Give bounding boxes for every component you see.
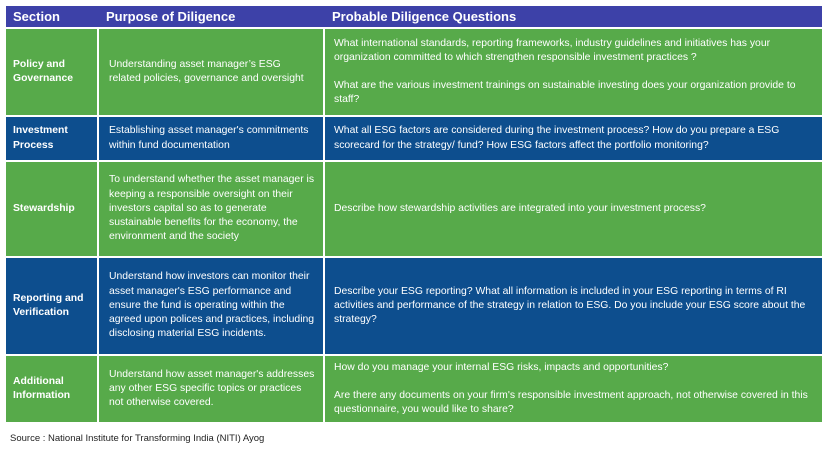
- question-text: Describe how stewardship activities are …: [334, 202, 706, 214]
- row-section: Policy and Governance: [6, 29, 99, 117]
- question-text: What are the various investment training…: [334, 80, 796, 106]
- question-text: Are there any documents on your firm's r…: [334, 389, 808, 416]
- row-questions: What international standards, reporting …: [325, 29, 822, 117]
- table-row: Investment Process Establishing asset ma…: [6, 117, 822, 162]
- question-text: What all ESG factors are considered duri…: [334, 125, 780, 151]
- row-questions: Describe your ESG reporting? What all in…: [325, 258, 822, 356]
- row-purpose: Establishing asset manager's com­mitment…: [99, 117, 325, 162]
- row-questions: What all ESG factors are considered duri…: [325, 117, 822, 162]
- header-purpose: Purpose of Diligence: [99, 6, 325, 29]
- row-purpose: Understand how investors can moni­tor th…: [99, 258, 325, 356]
- row-purpose: To understand whether the asset manager …: [99, 162, 325, 258]
- question-text: What international standards, reporting …: [334, 37, 771, 63]
- row-questions: How do you manage your internal ESG risk…: [325, 356, 822, 424]
- table-row: Policy and Governance Understanding asse…: [6, 29, 822, 117]
- row-section: Reporting and Verification: [6, 258, 99, 356]
- table-header-row: Section Purpose of Diligence Probable Di…: [6, 6, 822, 29]
- row-questions: Describe how stewardship activities are …: [325, 162, 822, 258]
- question-text: Describe your ESG reporting? What all in…: [334, 285, 806, 326]
- row-purpose: Understanding asset manager’s ESG relate…: [99, 29, 325, 117]
- source-caption: Source : National Institute for Transfor…: [10, 433, 265, 444]
- table-row: Additional Information Understand how as…: [6, 356, 822, 424]
- row-section: Investment Process: [6, 117, 99, 162]
- question-text: How do you manage your internal ESG risk…: [334, 361, 669, 373]
- row-section: Stewardship: [6, 162, 99, 258]
- row-section: Additional Information: [6, 356, 99, 424]
- diligence-table: Section Purpose of Diligence Probable Di…: [6, 6, 822, 424]
- diligence-table-container: Section Purpose of Diligence Probable Di…: [6, 6, 822, 424]
- header-questions: Probable Diligence Questions: [325, 6, 822, 29]
- row-purpose: Understand how asset manager's addresses…: [99, 356, 325, 424]
- table-row: Stewardship To understand whether the as…: [6, 162, 822, 258]
- table-row: Reporting and Verification Understand ho…: [6, 258, 822, 356]
- header-section: Section: [6, 6, 99, 29]
